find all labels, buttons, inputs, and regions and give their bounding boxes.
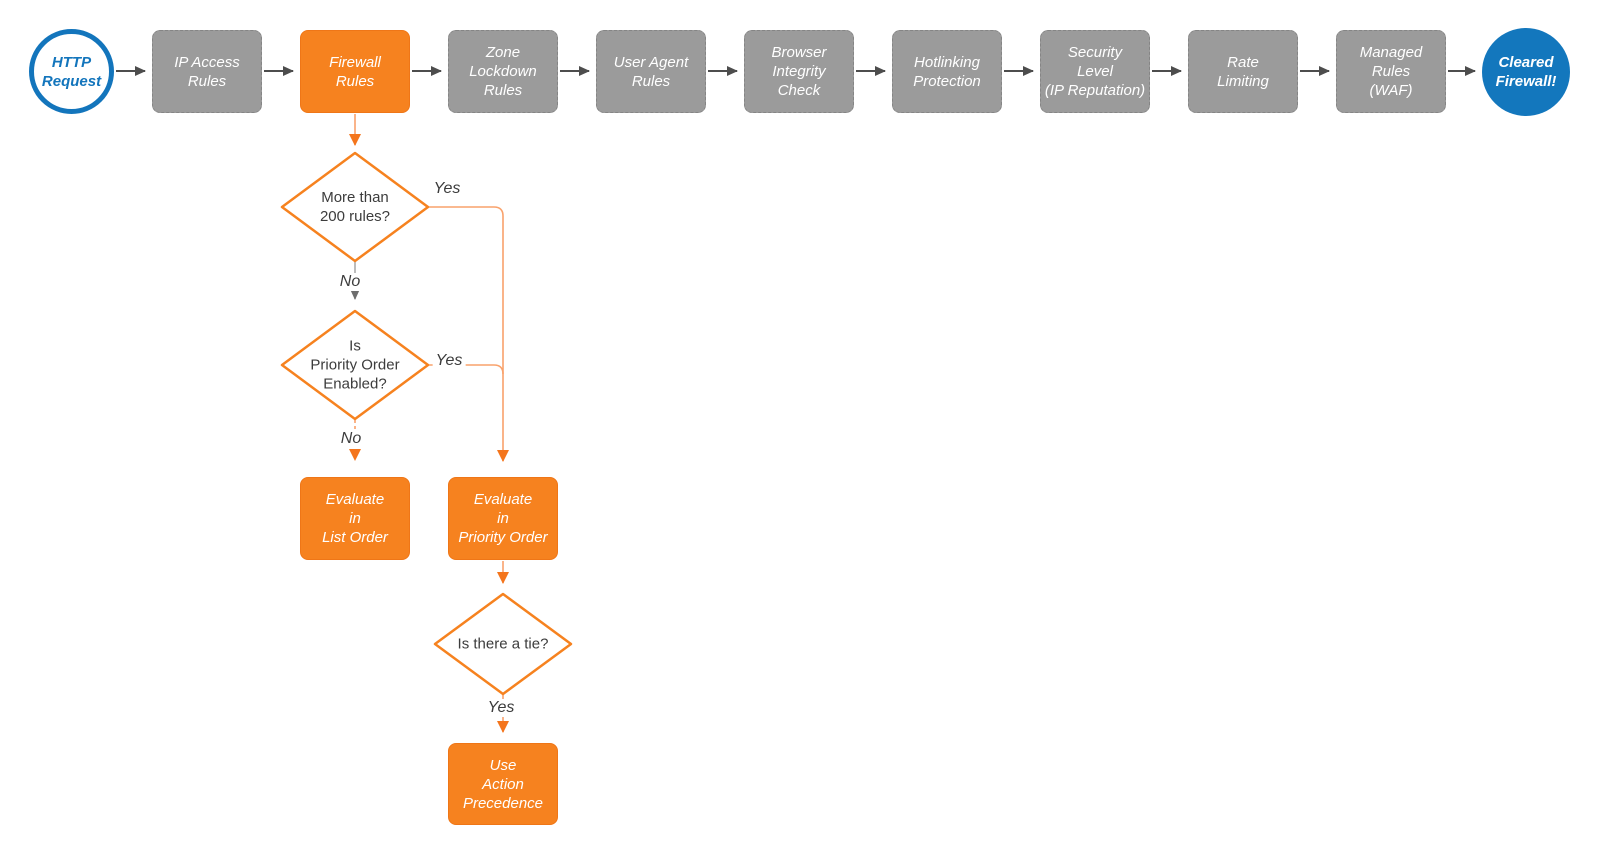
edge-label-decision3-yes: Yes [484,699,518,717]
edge-label-decision2-yes: Yes [432,352,466,370]
stage-ip-access-rules: IP Access Rules [152,30,262,113]
decision-tie-label: Is there a tie? [457,635,549,653]
decision-shapes [280,151,573,696]
stage-browser-integrity-check: Browser Integrity Check [744,30,854,113]
start-node-http-request: HTTP Request [29,29,114,114]
decision-more-rules-shape [280,151,430,263]
stage-managed-rules-waf: Managed Rules (WAF) [1336,30,1446,113]
stage-zone-lockdown-rules: Zone Lockdown Rules [448,30,558,113]
edge-label-decision1-no: No [336,273,364,291]
decision-more-rules-label: More than 200 rules? [319,189,391,225]
stage-firewall-rules: Firewall Rules [300,30,410,113]
stage-rate-limiting: Rate Limiting [1188,30,1298,113]
end-node-cleared-firewall: Cleared Firewall! [1482,28,1570,116]
action-evaluate-priority-order: Evaluate in Priority Order [448,477,558,560]
decision-priority-enabled-label: Is Priority Order Enabled? [310,337,400,393]
decision-tie-shape [433,592,573,696]
stage-security-level: Security Level (IP Reputation) [1040,30,1150,113]
edge-decision2-yes [429,364,504,375]
action-evaluate-list-order: Evaluate in List Order [300,477,410,560]
edge-decision1-yes [429,206,509,462]
decision-priority-enabled-shape [280,309,430,421]
stage-hotlinking-protection: Hotlinking Protection [892,30,1002,113]
edge-label-decision2-no: No [337,430,365,448]
stage-user-agent-rules: User Agent Rules [596,30,706,113]
action-use-action-precedence: Use Action Precedence [448,743,558,825]
edge-label-decision1-yes: Yes [430,180,464,198]
